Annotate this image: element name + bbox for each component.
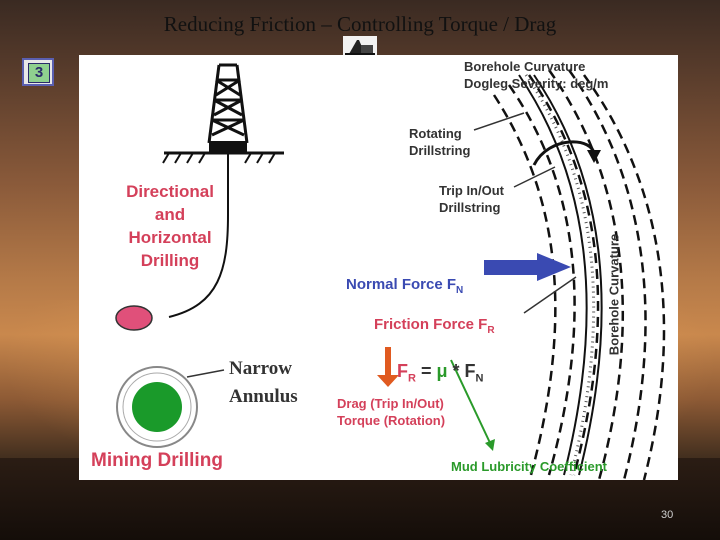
annulus-pointer: [186, 369, 225, 378]
rotating-pointer: [473, 112, 525, 131]
friction-force-text: Friction Force F: [374, 316, 488, 333]
rotation-arrowhead: [587, 150, 601, 163]
directional-drilling-label: Directional and Horizontal Drilling: [126, 182, 214, 270]
borehole-curvature-label: Borehole Curvature Dogleg Severity: deg/…: [464, 59, 609, 91]
drag-arrow-body: [385, 347, 391, 377]
mu-pointer-head: [485, 439, 495, 451]
well-path: [168, 153, 229, 318]
borehole-curvature-vertical-label: Borehole Curvature: [606, 233, 622, 356]
borehole-wall-right: [533, 74, 603, 476]
normal-force-arrow-body: [484, 260, 539, 275]
badge-number: 3: [28, 63, 50, 83]
drag-arrowhead: [377, 375, 399, 387]
normal-force-subscript: N: [456, 285, 464, 296]
drilling-rig-icon: [207, 63, 249, 144]
rig-floor: [209, 141, 247, 153]
formula-lhs-sub: R: [408, 372, 416, 385]
formula-rhs-sub: N: [475, 372, 484, 385]
rotating-drillstring-label: Rotating Drillstring: [409, 126, 471, 158]
normal-force-label: Normal Force FN: [346, 259, 463, 296]
friction-pointer: [523, 276, 577, 314]
normal-force-text: Normal Force F: [346, 276, 457, 293]
wellbore-end-ellipse: [115, 305, 153, 331]
drag-torque-label: Drag (Trip In/Out) Torque (Rotation): [337, 396, 446, 428]
narrow-annulus-label: Narrow Annulus: [229, 358, 298, 407]
normal-force-arrowhead: [537, 253, 571, 281]
friction-force-subscript: R: [487, 325, 495, 336]
rig-logo-icon: [343, 36, 377, 56]
friction-formula: FR = μ * FN: [397, 340, 483, 385]
ground-hatching: [162, 152, 276, 164]
friction-force-label: Friction Force FR: [374, 299, 495, 336]
slide-number-badge: 3: [22, 58, 54, 86]
mud-lubricity-label: Mud Lubricity Coefficient: [451, 459, 607, 474]
page-number: 30: [661, 509, 674, 521]
formula-mu: μ: [436, 361, 448, 381]
borehole-wall-left: [518, 74, 588, 476]
mu-pointer: [450, 359, 492, 446]
drillstring-circle: [132, 382, 182, 432]
formula-op: * F: [447, 361, 476, 381]
slide-title: Reducing Friction – Controlling Torque /…: [163, 12, 557, 36]
formula-eq: =: [415, 361, 437, 381]
diagram-panel: Directional and Horizontal Drilling Narr…: [79, 55, 678, 480]
trip-pointer: [513, 166, 556, 188]
formula-lhs: F: [397, 361, 408, 381]
diagram-graphics: [115, 63, 666, 480]
mining-drilling-label: Mining Drilling: [91, 450, 223, 471]
trip-drillstring-label: Trip In/Out Drillstring: [439, 183, 504, 215]
